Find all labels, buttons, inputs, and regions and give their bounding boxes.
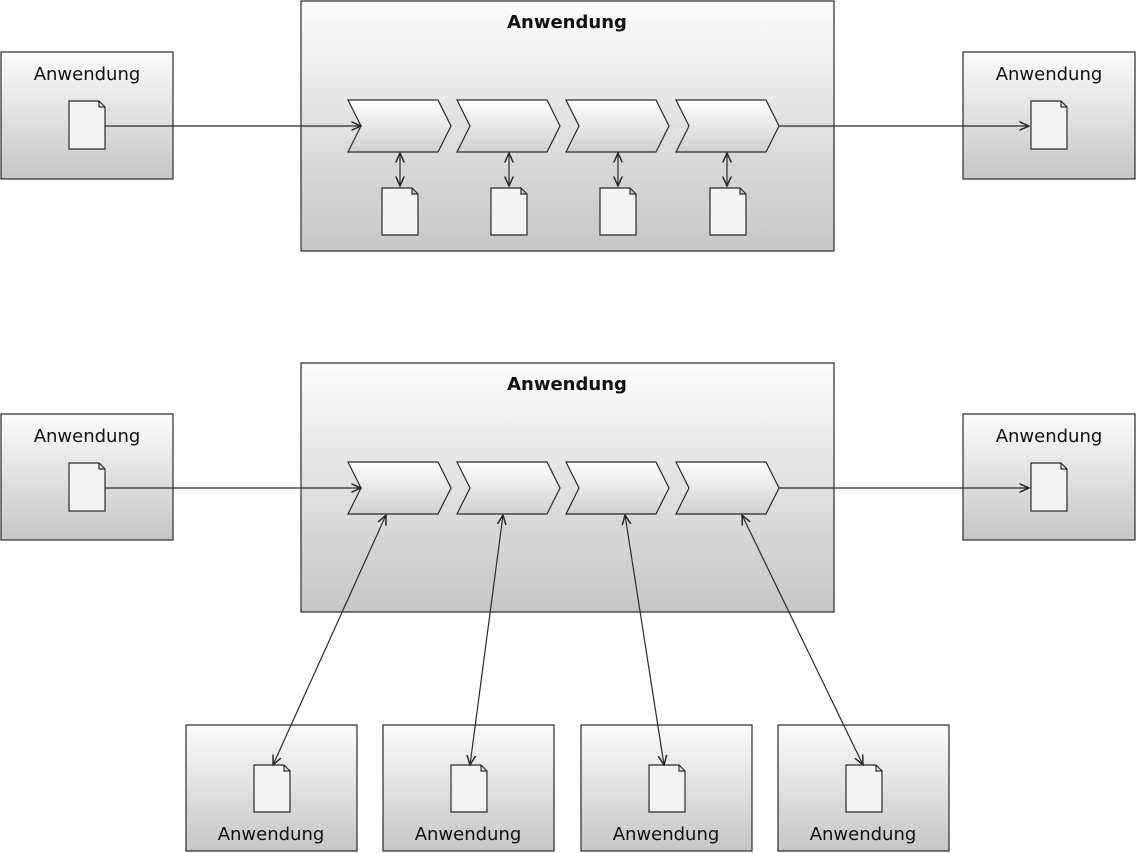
document-icon [68, 100, 106, 150]
top-right-application-label: Anwendung [996, 64, 1103, 85]
document-icon [1030, 462, 1068, 512]
external-application: Anwendung [382, 724, 555, 852]
document-icon [490, 187, 528, 236]
bottom-right-application: Anwendung [962, 413, 1136, 541]
external-application-label: Anwendung [218, 824, 325, 845]
external-application: Anwendung [185, 724, 358, 852]
top-diagram: Anwendung Anwendung Anwendu [0, 0, 1136, 252]
document-icon [648, 764, 686, 813]
bottom-left-application: Anwendung [0, 413, 174, 541]
bottom-right-application-label: Anwendung [996, 426, 1103, 447]
bottom-diagram: Anwendung Anwendung Anwendung Anwendung [0, 362, 1136, 852]
external-application: Anwendung [580, 724, 753, 852]
external-application-label: Anwendung [415, 824, 522, 845]
document-icon [845, 764, 883, 813]
top-left-application-label: Anwendung [34, 64, 141, 85]
document-icon [381, 187, 419, 236]
process-step-chevron [565, 461, 670, 515]
document-icon [599, 187, 637, 236]
process-step-chevron [456, 99, 561, 153]
external-application-label: Anwendung [810, 824, 917, 845]
document-icon [68, 462, 106, 512]
bottom-main-application-label: Anwendung [507, 374, 627, 395]
external-application-label: Anwendung [613, 824, 720, 845]
document-icon [1030, 100, 1068, 150]
process-step-chevron [675, 461, 780, 515]
bidirectional-arrow [625, 515, 664, 765]
bottom-left-application-label: Anwendung [34, 426, 141, 447]
bottom-main-application: Anwendung [300, 362, 835, 613]
process-step-chevron [565, 99, 670, 153]
external-application: Anwendung [777, 724, 950, 852]
document-icon [709, 187, 747, 236]
process-step-chevron [456, 461, 561, 515]
document-icon [253, 764, 291, 813]
process-step-chevron [675, 99, 780, 153]
bidirectional-arrow [742, 515, 863, 765]
bidirectional-arrow [470, 515, 503, 765]
top-main-application-label: Anwendung [507, 12, 627, 33]
top-left-application: Anwendung [0, 51, 174, 180]
process-step-chevron [347, 461, 452, 515]
bidirectional-arrow [273, 515, 386, 765]
top-right-application: Anwendung [962, 51, 1136, 180]
document-icon [450, 764, 488, 813]
top-main-application: Anwendung [300, 0, 835, 252]
process-step-chevron [347, 99, 452, 153]
